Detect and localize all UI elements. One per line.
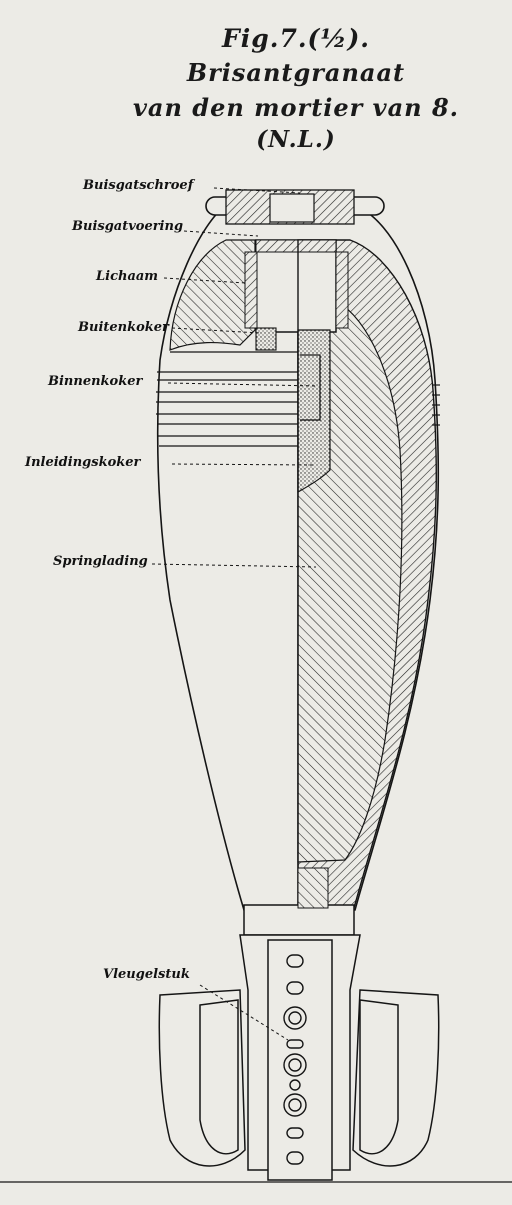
tail-adapter bbox=[243, 904, 355, 936]
label-buisgatschroef: Buisgatschroef bbox=[83, 178, 194, 193]
leader-lines bbox=[151, 187, 319, 1041]
outer-tube-filling bbox=[297, 329, 331, 494]
centering-grooves bbox=[156, 371, 298, 447]
label-buisgatvoering: Buisgatvoering bbox=[72, 219, 184, 234]
figure-subtitle: van den mortier van 8. bbox=[132, 93, 460, 122]
label-lichaam: Lichaam bbox=[96, 269, 159, 284]
booster-tube bbox=[255, 327, 277, 351]
body-left-section bbox=[169, 239, 256, 351]
fin-perforations bbox=[283, 954, 307, 1165]
label-buitenkoker: Buitenkoker bbox=[78, 320, 169, 335]
figure-title: Brisantgranaat bbox=[186, 58, 406, 87]
inner-tube bbox=[255, 239, 337, 333]
label-vleugelstuk: Vleugelstuk bbox=[103, 967, 190, 982]
figure-number: Fig.7.(½). bbox=[222, 24, 370, 53]
figure-origin: (N.L.) bbox=[256, 126, 336, 153]
label-springlading: Springlading bbox=[53, 554, 148, 569]
label-inleidingskoker: Inleidingskoker bbox=[25, 455, 141, 470]
fuze-screw-core bbox=[269, 193, 315, 223]
label-binnenkoker: Binnenkoker bbox=[48, 374, 143, 389]
